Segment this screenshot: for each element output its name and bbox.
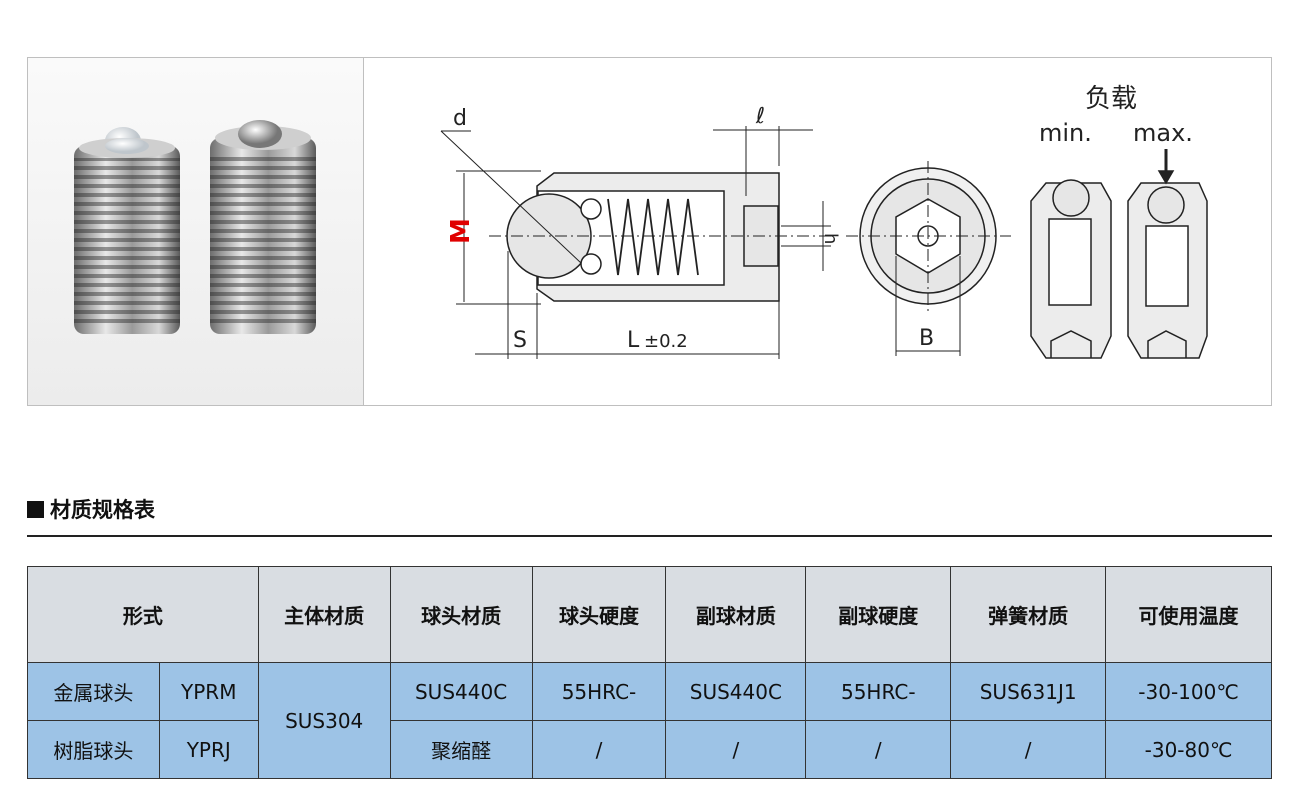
header-cell: 可使用温度 (1105, 566, 1272, 663)
table-row: 树脂球头 YPRJ 聚缩醛 / / / / -30-80℃ (27, 720, 1272, 779)
header-cell: 副球硬度 (805, 566, 952, 663)
cell-type: 树脂球头 (27, 720, 160, 779)
section-title: 材质规格表 (50, 498, 155, 522)
label-load: 负载 (1085, 84, 1137, 114)
section-heading: 材质规格表 (27, 494, 155, 524)
cell-type: 金属球头 (27, 662, 160, 721)
label-S: S (513, 328, 527, 353)
cell-code: YPRM (158, 662, 259, 721)
label-M: M (446, 218, 476, 244)
header-cell: 副球材质 (665, 566, 807, 663)
section-divider (27, 535, 1272, 537)
cell-spring: SUS631J1 (950, 662, 1107, 721)
header-cell: 形式 (27, 566, 259, 663)
cell-ball: 聚缩醛 (389, 720, 533, 779)
cell-sub: SUS440C (665, 662, 807, 721)
plunger-resin (74, 127, 180, 334)
cell-ball: SUS440C (389, 662, 533, 721)
cell-ball-hardness: 55HRC- (531, 662, 667, 721)
cell-sub: / (665, 720, 807, 779)
cell-temp: -30-100℃ (1105, 662, 1272, 721)
label-B: B (919, 326, 934, 351)
cell-spring: / (950, 720, 1107, 779)
cell-ball-hardness: / (531, 720, 667, 779)
header-cell: 弹簧材质 (950, 566, 1107, 663)
product-photo (28, 58, 364, 405)
product-panel: d ℓ M h S L ±0.2 B 负载 min. max. (27, 57, 1272, 406)
label-max: max. (1133, 119, 1193, 147)
technical-drawing: d ℓ M h S L ±0.2 B 负载 min. max. (365, 58, 1271, 405)
header-cell: 球头材质 (389, 566, 533, 663)
cell-sub-hardness: 55HRC- (805, 662, 952, 721)
table-header-row: 形式 主体材质 球头材质 球头硬度 副球材质 副球硬度 弹簧材质 可使用温度 (27, 566, 1272, 663)
label-L: L (627, 328, 640, 353)
spec-table: 形式 主体材质 球头材质 球头硬度 副球材质 副球硬度 弹簧材质 可使用温度 金… (27, 566, 1272, 779)
header-cell: 球头硬度 (531, 566, 667, 663)
header-cell: 主体材质 (257, 566, 391, 663)
table-row: 金属球头 YPRM SUS304 SUS440C 55HRC- SUS440C … (27, 662, 1272, 779)
cell-code: YPRJ (158, 720, 259, 779)
label-min: min. (1039, 119, 1092, 147)
label-h: h (820, 233, 841, 244)
cell-body: SUS304 (257, 662, 391, 779)
plunger-metal (210, 120, 316, 334)
square-bullet-icon (27, 500, 44, 518)
label-ell: ℓ (755, 104, 765, 129)
label-d: d (453, 106, 467, 131)
cell-sub-hardness: / (805, 720, 952, 779)
label-tolerance: ±0.2 (644, 331, 688, 352)
cell-temp: -30-80℃ (1105, 720, 1272, 779)
